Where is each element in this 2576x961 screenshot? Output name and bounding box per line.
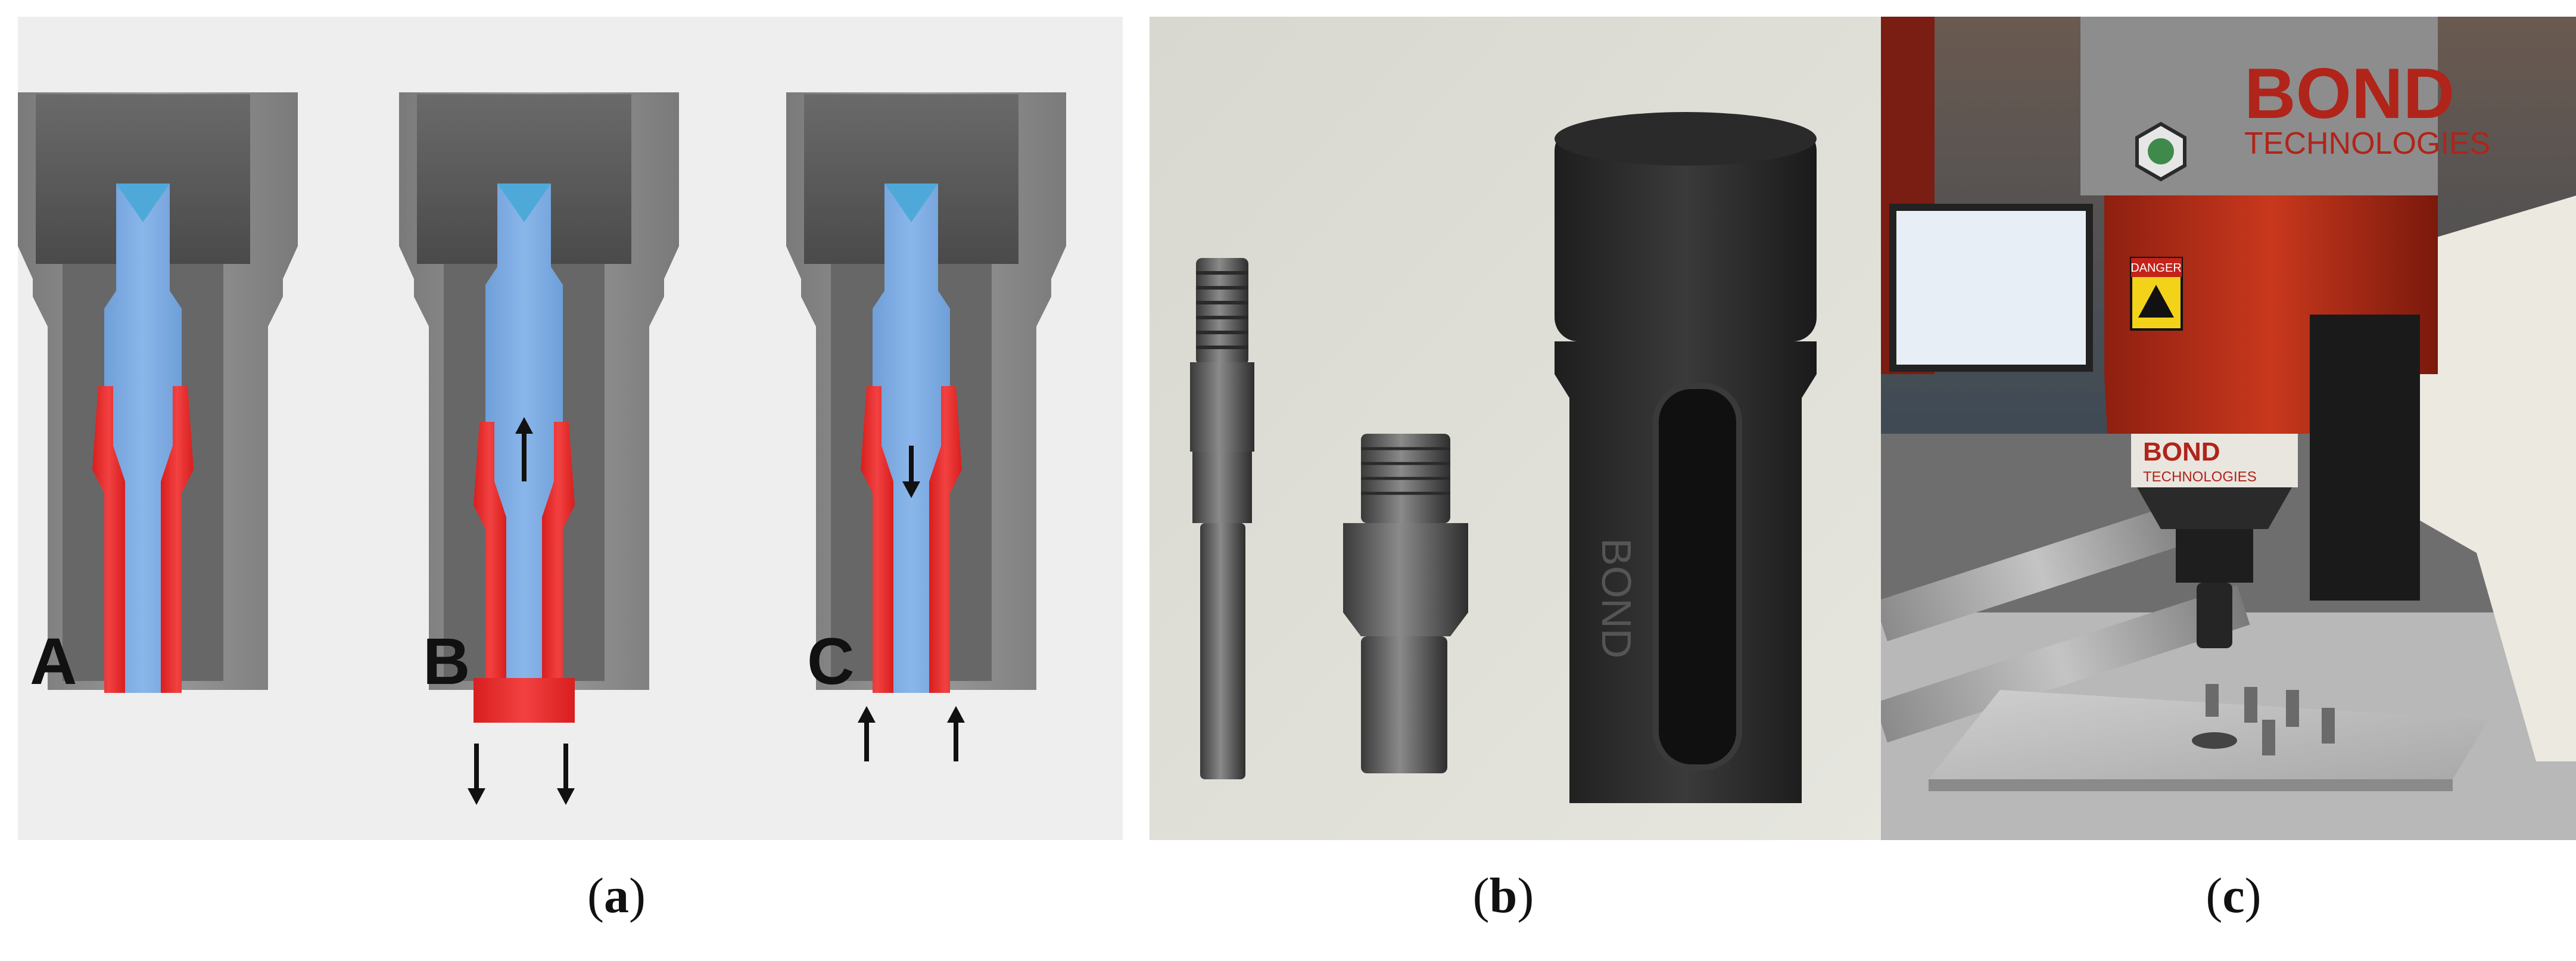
collar-brand: BOND <box>2143 437 2220 466</box>
warning-label: DANGER <box>2130 262 2182 275</box>
shoulder-part <box>1343 434 1468 773</box>
stage-label-b: B <box>423 625 470 698</box>
collar-subtitle: TECHNOLOGIES <box>2143 469 2257 485</box>
panel-b-tool-parts-photo: BOND <box>1150 17 1912 840</box>
housing-engraving: BOND <box>1593 538 1640 658</box>
hex-logo-icon <box>2135 122 2186 182</box>
caption-b: (b) <box>1472 868 1534 923</box>
caption-c: (c) <box>2206 868 2262 923</box>
caption-a: (a) <box>587 868 646 923</box>
brand-subtitle: TECHNOLOGIES <box>2244 126 2490 161</box>
housing-part: BOND <box>1555 112 1817 803</box>
pin-part <box>1190 258 1254 779</box>
stage-label-a: A <box>30 625 77 698</box>
panel-c-machine-photo: BOND TECHNOLOGIES DANGER BOND TECHNOLOGI… <box>1881 17 2576 840</box>
stage-label-c: C <box>807 625 854 698</box>
panel-a-schematic: A B C <box>18 17 1123 840</box>
brand-wordmark: BOND <box>2244 54 2454 133</box>
